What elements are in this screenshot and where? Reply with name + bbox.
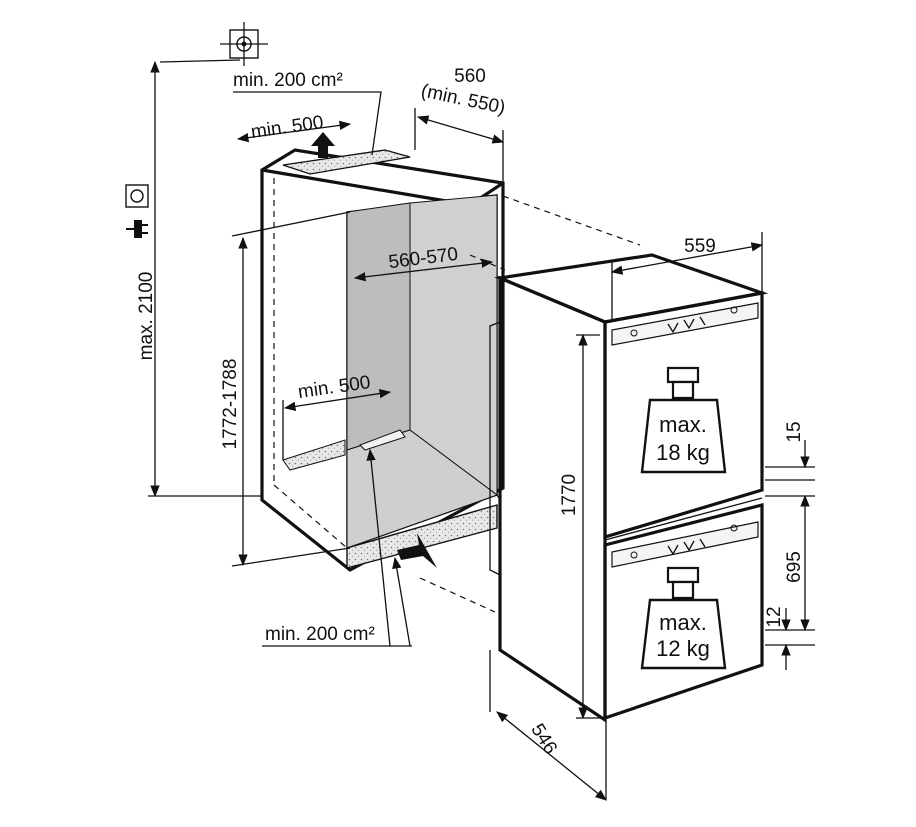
- niche-depth-label: 560: [454, 66, 486, 87]
- power-socket-icon: [125, 184, 149, 208]
- appliance-height-label: 1770: [559, 474, 580, 516]
- appliance-depth-label: 546: [526, 720, 561, 758]
- gap-bottom-label: 12: [764, 606, 785, 627]
- max-height-label: max. 2100: [136, 272, 157, 361]
- niche-height-label: 1772-1788: [220, 359, 241, 450]
- vent-top-width-label: min. 500: [250, 112, 325, 143]
- load-top-line1: max.: [659, 412, 707, 437]
- power-plug-icon: [126, 220, 148, 238]
- water-connection-icon: [220, 22, 268, 66]
- arrow-icon: [311, 132, 335, 158]
- arrow-icon: [397, 533, 437, 568]
- gap-top-label: 15: [784, 421, 805, 442]
- vent-bottom-label: min. 200 cm²: [265, 624, 375, 645]
- niche-cabinet: [260, 148, 505, 572]
- appliance-width-label: 559: [684, 236, 716, 257]
- door-bottom-label: 695: [784, 551, 805, 583]
- load-bottom-line2: 12 kg: [656, 636, 710, 661]
- vent-top-label: min. 200 cm²: [233, 70, 343, 91]
- weight-icon: [640, 366, 727, 474]
- load-top-line2: 18 kg: [656, 440, 710, 465]
- weight-icon: [640, 566, 727, 670]
- load-bottom-line1: max.: [659, 610, 707, 635]
